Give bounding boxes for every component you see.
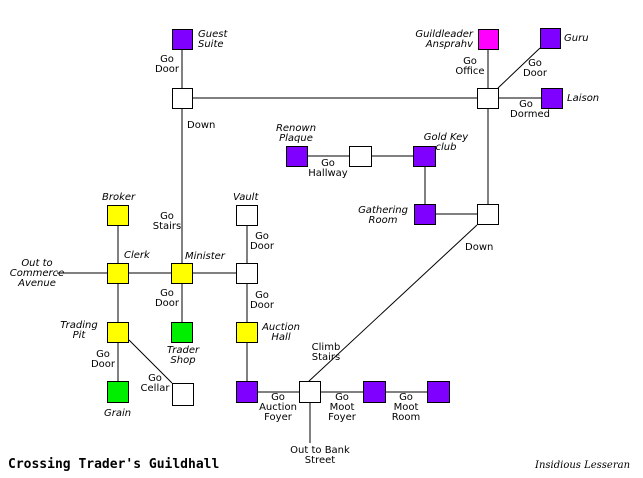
room-broker[interactable] (107, 205, 129, 226)
label-go-moot-foyer: Go Moot Foyer (328, 392, 356, 423)
label-go-door-pit: Go Door (90, 349, 116, 370)
room-auction-hall[interactable] (236, 322, 258, 343)
room-guest-suite[interactable] (172, 29, 193, 50)
room-guildleader[interactable] (478, 29, 499, 50)
label-minister: Minister (185, 251, 225, 262)
room-gold-key-club[interactable] (413, 146, 436, 167)
label-go-door-minister: Go Door (154, 288, 180, 309)
path-pit-cellar (128, 339, 173, 384)
label-exit-bank: Out to Bank Street (290, 445, 350, 466)
room-clerk[interactable] (107, 263, 129, 284)
label-go-dormed: Go Dormed (510, 99, 550, 120)
label-broker: Broker (102, 192, 136, 203)
label-down-left: Down (187, 120, 216, 131)
label-clerk: Clerk (124, 250, 150, 261)
room-vault[interactable] (236, 205, 258, 226)
room-gathering[interactable] (414, 204, 436, 225)
label-go-cellar: Go Cellar (140, 373, 170, 394)
room-trader-shop[interactable] (171, 322, 193, 343)
map-title: Crossing Trader's Guildhall (8, 457, 220, 472)
label-renown-plaque: Renown Plaque (275, 123, 317, 144)
label-laison: Laison (567, 93, 600, 104)
label-go-door-vault: Go Door (249, 231, 275, 252)
label-guildleader: Guildleader Ansprahv (415, 29, 473, 50)
room-trading-pit[interactable] (107, 322, 129, 343)
map-author: Insidious Lesseran (535, 460, 631, 471)
path-guru (497, 47, 541, 89)
room-minister[interactable] (171, 263, 193, 284)
room-moot-room[interactable] (427, 381, 450, 403)
room-grain[interactable] (107, 381, 129, 403)
label-go-stairs: Go Stairs (152, 211, 182, 232)
label-go-door-auction: Go Door (249, 290, 275, 311)
label-guru: Guru (564, 33, 589, 44)
room-gathering-hub[interactable] (477, 204, 499, 225)
room-auction-foyer[interactable] (236, 381, 258, 403)
room-moot-foyer[interactable] (363, 381, 386, 403)
room-laison[interactable] (541, 88, 563, 109)
label-go-hallway: Go Hallway (308, 158, 348, 179)
label-vault: Vault (233, 192, 259, 203)
label-climb-stairs: Climb Stairs (311, 342, 341, 363)
label-gold-key-club: Gold Key club (423, 132, 469, 153)
label-go-moot-room: Go Moot Room (391, 392, 421, 423)
room-cellar[interactable] (172, 383, 194, 406)
label-grain: Grain (104, 408, 132, 419)
label-exit-commerce: Out to Commerce Avenue (9, 258, 65, 289)
room-minister-hub[interactable] (236, 263, 258, 284)
room-hallway-node[interactable] (349, 146, 372, 167)
label-go-office: Go Office (455, 56, 485, 77)
label-gathering: Gathering Room (358, 205, 408, 226)
label-trading-pit: Trading Pit (60, 320, 98, 341)
room-guru[interactable] (540, 28, 561, 49)
label-go-auction-foyer: Go Auction Foyer (259, 392, 297, 423)
room-renown-plaque[interactable] (286, 146, 308, 167)
label-go-door-guru: Go Door (522, 58, 548, 79)
label-guest-suite: Guest Suite (198, 29, 228, 50)
label-down-right: Down (465, 242, 494, 253)
label-auction-hall: Auction Hall (262, 322, 300, 343)
label-trader-shop: Trader Shop (166, 345, 200, 366)
room-top-left-node[interactable] (172, 88, 193, 109)
room-climb-hub[interactable] (299, 381, 321, 403)
room-top-right-node[interactable] (477, 88, 499, 109)
path-hub-climb (307, 224, 478, 383)
label-go-door-guest: Go Door (154, 54, 180, 75)
